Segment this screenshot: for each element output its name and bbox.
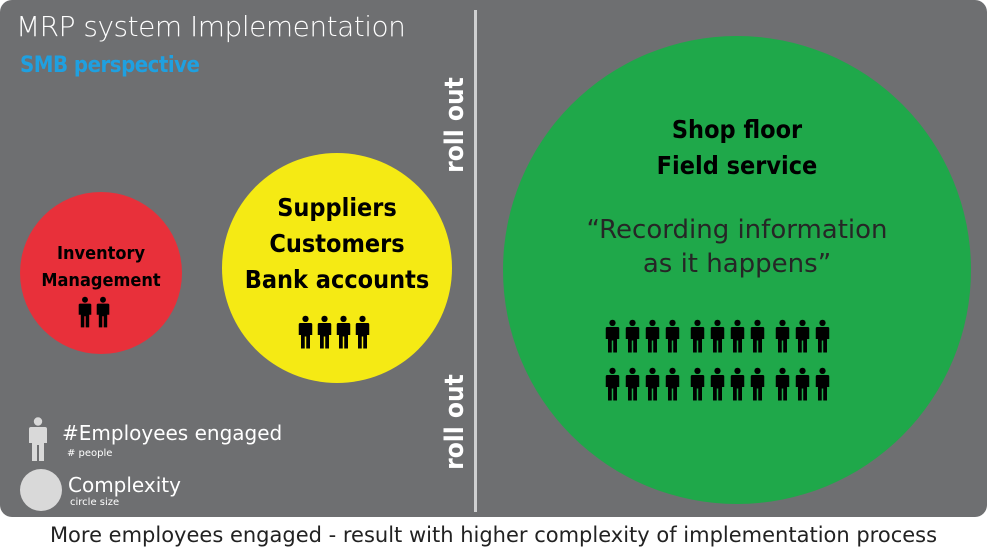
- person-icon: [750, 367, 765, 401]
- person-icon: [710, 367, 725, 401]
- person-icon: [605, 319, 620, 353]
- person-icon: [730, 319, 745, 353]
- person-icon: [78, 296, 92, 328]
- inventory-management-label: Inventory Management: [20, 240, 182, 294]
- person-icon: [625, 367, 640, 401]
- suppliers-customers-circle: [222, 153, 452, 383]
- inventory-label-line: Management: [41, 270, 161, 291]
- person-icon: [795, 319, 810, 353]
- person-icon: [96, 296, 110, 328]
- person-icon: [605, 367, 620, 401]
- person-icon: [750, 319, 765, 353]
- person-icon: [775, 319, 790, 353]
- employees-legend-label: #Employees engaged: [62, 421, 283, 445]
- page-subtitle: SMB perspective: [20, 53, 200, 78]
- quote-line: “Recording information: [586, 215, 888, 245]
- person-icon: [795, 367, 810, 401]
- shop-floor-label: Shop floor Field service: [503, 112, 971, 184]
- complexity-legend-sublabel: circle size: [70, 497, 120, 508]
- rollout-divider-line: [474, 10, 477, 512]
- people-row: [605, 364, 830, 404]
- person-icon: [298, 315, 313, 349]
- person-icon: [625, 319, 640, 353]
- suppliers-customers-label: Suppliers Customers Bank accounts: [222, 190, 452, 298]
- circle-size-legend-icon: [20, 469, 62, 511]
- suppliers-label-line: Bank accounts: [244, 265, 430, 294]
- rollout-label-top: roll out: [440, 77, 470, 173]
- footer-caption: More employees engaged - result with hig…: [49, 523, 938, 547]
- suppliers-label-line: Customers: [269, 229, 405, 258]
- employees-legend-sublabel: # people: [67, 448, 113, 459]
- suppliers-people-group: [298, 312, 370, 352]
- person-icon: [815, 319, 830, 353]
- shop-floor-quote: “Recording information as it happens”: [503, 213, 971, 281]
- complexity-legend-label: Complexity: [68, 473, 181, 497]
- person-legend-icon: [28, 413, 48, 465]
- person-icon: [645, 319, 660, 353]
- person-icon: [355, 315, 370, 349]
- person-icon: [665, 367, 680, 401]
- person-icon: [690, 319, 705, 353]
- person-icon: [29, 417, 47, 461]
- quote-line: as it happens”: [642, 249, 832, 279]
- inventory-label-line: Inventory: [56, 243, 146, 264]
- shop-floor-people-group: [605, 316, 830, 404]
- diagram-panel: MRP system Implementation SMB perspectiv…: [0, 0, 987, 517]
- person-icon: [710, 319, 725, 353]
- person-icon: [645, 367, 660, 401]
- suppliers-label-line: Suppliers: [277, 193, 397, 222]
- shop-floor-circle: [503, 36, 971, 504]
- person-icon: [336, 315, 351, 349]
- person-icon: [665, 319, 680, 353]
- shop-floor-label-line: Field service: [656, 151, 818, 180]
- person-icon: [730, 367, 745, 401]
- person-icon: [775, 367, 790, 401]
- page-title: MRP system Implementation: [16, 10, 406, 43]
- people-row: [605, 316, 830, 356]
- inventory-people-group: [78, 292, 110, 332]
- rollout-label-bottom: roll out: [440, 374, 470, 470]
- shop-floor-label-line: Shop floor: [671, 115, 803, 144]
- person-icon: [317, 315, 332, 349]
- person-icon: [690, 367, 705, 401]
- person-icon: [815, 367, 830, 401]
